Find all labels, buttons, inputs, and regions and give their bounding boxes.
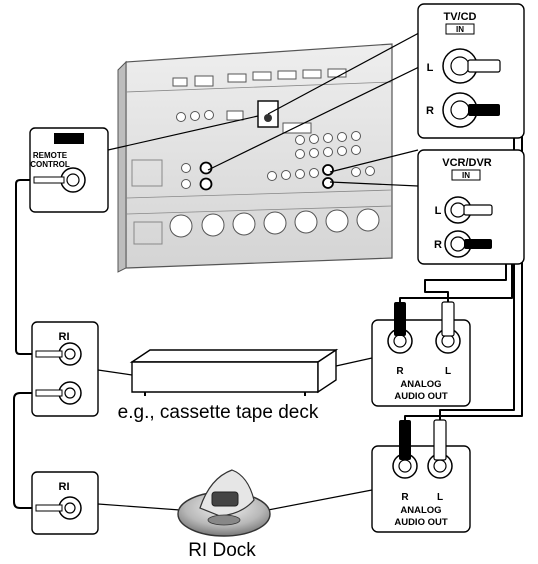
- dock-out-label-line1: ANALOG: [400, 505, 441, 516]
- rca-plug-black: [464, 239, 492, 249]
- rca-plug-black: [399, 420, 411, 460]
- tape-out-label-line1: ANALOG: [400, 379, 441, 390]
- rca-plug-black: [394, 302, 406, 336]
- rca-plug-white: [433, 419, 447, 461]
- rca-plug-black: [468, 104, 500, 116]
- leader-line: [97, 503, 181, 511]
- vcr-title: VCR/DVR: [442, 157, 492, 169]
- dock-audio-out-panel: R L ANALOG AUDIO OUT: [371, 419, 471, 533]
- vcr-in-badge: IN: [462, 171, 470, 180]
- tape-deck-caption: e.g., cassette tape deck: [118, 402, 319, 423]
- tvcd-left-label: L: [427, 62, 434, 74]
- dock-out-left-label: L: [437, 492, 443, 503]
- tvcd-right-label: R: [426, 105, 434, 117]
- rca-plug-white: [463, 204, 493, 216]
- remote-label-line1: REMOTE: [33, 151, 68, 160]
- dock-out-label-line2: AUDIO OUT: [394, 517, 448, 528]
- remote-ri-logo: RI: [64, 134, 74, 145]
- tape-ri-logo: RI: [59, 331, 70, 343]
- tape-out-right-label: R: [396, 366, 404, 377]
- rca-plug-white: [467, 59, 501, 73]
- minijack-plug: [35, 389, 63, 397]
- remote-label-line2: CONTROL: [30, 160, 70, 169]
- tape-deck-ri-panel: RI: [31, 321, 99, 417]
- vcr-left-label: L: [435, 205, 442, 217]
- tape-out-label-line2: AUDIO OUT: [394, 391, 448, 402]
- leader-line: [267, 489, 373, 511]
- dock-out-right-label: R: [401, 492, 409, 503]
- tape-out-left-label: L: [445, 366, 451, 377]
- vcr-input-panel: VCR/DVR IN L R: [417, 149, 525, 265]
- rca-plug-white: [441, 301, 455, 337]
- dock-ri-logo: RI: [59, 481, 70, 493]
- dock-caption: RI Dock: [188, 540, 256, 561]
- minijack-plug: [35, 350, 63, 358]
- tvcd-in-badge: IN: [456, 25, 464, 34]
- remote-control-panel: RI REMOTE CONTROL: [29, 127, 109, 213]
- dock-ri-panel: RI: [31, 471, 99, 535]
- tape-audio-out-panel: R L ANALOG AUDIO OUT: [371, 301, 471, 407]
- cassette-tape-deck: [129, 348, 339, 396]
- leader-line: [97, 369, 133, 376]
- tvcd-title: TV/CD: [444, 11, 477, 23]
- vcr-right-label: R: [434, 239, 442, 251]
- tvcd-input-panel: TV/CD IN L R: [417, 3, 525, 139]
- leader-line: [335, 357, 373, 367]
- minijack-plug: [33, 176, 65, 184]
- ri-dock-device: [177, 469, 271, 537]
- receiver-rear-panel: [117, 43, 393, 273]
- minijack-plug: [35, 504, 63, 512]
